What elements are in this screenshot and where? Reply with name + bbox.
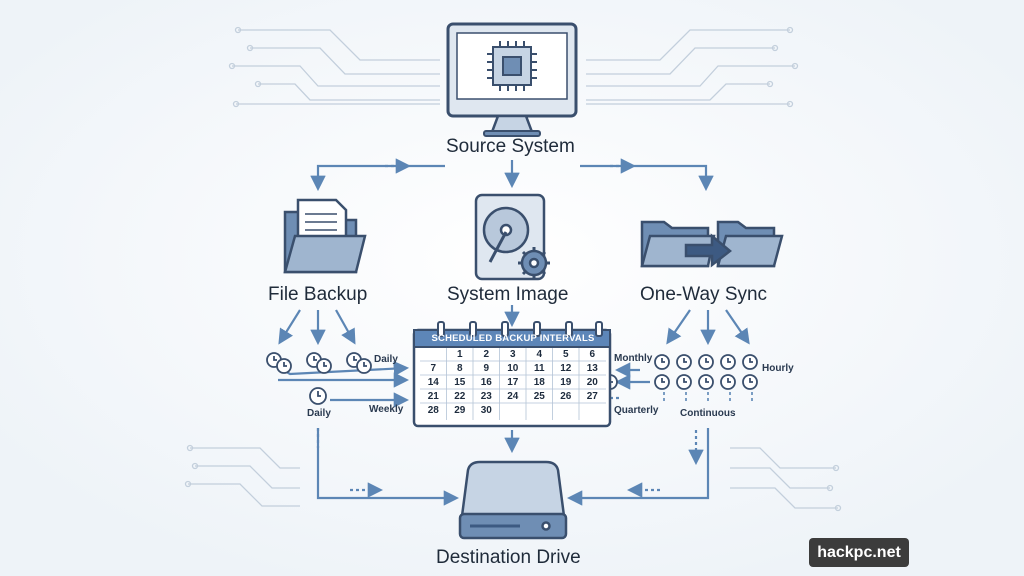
calendar-day-cell: 4	[536, 349, 543, 360]
label-source-system: Source System	[446, 136, 575, 157]
calendar-day-cell: 6	[589, 349, 596, 360]
calendar-day-cell: 2	[483, 349, 490, 360]
calendar-day-cell: 3	[509, 349, 516, 360]
calendar-day-cell: 18	[533, 377, 545, 388]
interval-daily-top: Daily	[374, 354, 398, 365]
watermark-badge: hackpc.net	[809, 538, 909, 567]
clock-icons-left	[266, 352, 372, 405]
calendar-day-cell: 20	[586, 377, 598, 388]
calendar-day-cell: 19	[560, 377, 572, 388]
circuit-traces-left	[184, 26, 440, 507]
destination-drive-icon	[458, 460, 568, 540]
calendar-day-cell: 21	[427, 391, 439, 402]
calendar-icon	[412, 321, 612, 428]
sync-folders-icon	[640, 220, 784, 268]
calendar-day-cell: 16	[480, 377, 492, 388]
interval-weekly: Weekly	[369, 404, 404, 415]
calendar-day-cell	[420, 348, 447, 362]
source-arrows	[310, 158, 714, 192]
calendar-day-cell: 11	[533, 363, 545, 374]
circuit-traces-right	[586, 26, 842, 512]
interval-quarterly: Quarterly	[614, 405, 659, 416]
calendar-day-cell: 13	[586, 363, 598, 374]
calendar-day-cell	[500, 404, 527, 418]
calendar-title: SCHEDULED BACKUP INTERVALS	[431, 333, 595, 344]
calendar-day-cell: 25	[533, 391, 545, 402]
calendar-day-cell: 30	[480, 405, 492, 416]
interval-daily-bottom: Daily	[307, 408, 331, 419]
calendar-day-cell: 8	[456, 363, 463, 374]
calendar-day-cell: 14	[427, 377, 439, 388]
label-one-way-sync: One-Way Sync	[640, 284, 768, 305]
calendar-day-cell: 23	[480, 391, 492, 402]
file-folder-icon	[283, 198, 367, 274]
interval-continuous: Continuous	[680, 408, 736, 419]
calendar-day-cell: 15	[454, 377, 466, 388]
calendar-day-cell	[553, 404, 580, 418]
calendar-day-cell: 22	[454, 391, 466, 402]
calendar-day-cell: 28	[427, 405, 439, 416]
calendar-day-cell: 9	[483, 363, 490, 374]
calendar-day-cell: 10	[507, 363, 519, 374]
interval-hourly: Hourly	[762, 363, 794, 374]
calendar-day-cell	[526, 404, 553, 418]
calendar-day-cell: 24	[507, 391, 519, 402]
calendar-day-cell: 5	[562, 349, 569, 360]
calendar-day-cell: 1	[456, 349, 463, 360]
destination-arrows	[316, 428, 710, 506]
calendar-day-cell: 12	[560, 363, 572, 374]
cpu-chip-icon	[487, 41, 537, 91]
calendar-day-cell	[579, 404, 606, 418]
hard-disk-gear-icon	[474, 193, 550, 281]
calendar-day-cell: 29	[454, 405, 466, 416]
calendar-day-cell: 7	[430, 363, 437, 374]
label-system-image: System Image	[447, 284, 569, 305]
calendar-day-cell: 26	[560, 391, 572, 402]
label-file-backup: File Backup	[268, 284, 368, 305]
interval-monthly: Monthly	[614, 353, 653, 364]
label-destination-drive: Destination Drive	[436, 547, 581, 568]
calendar-day-cell: 27	[586, 391, 598, 402]
calendar-day-cell: 17	[507, 377, 519, 388]
